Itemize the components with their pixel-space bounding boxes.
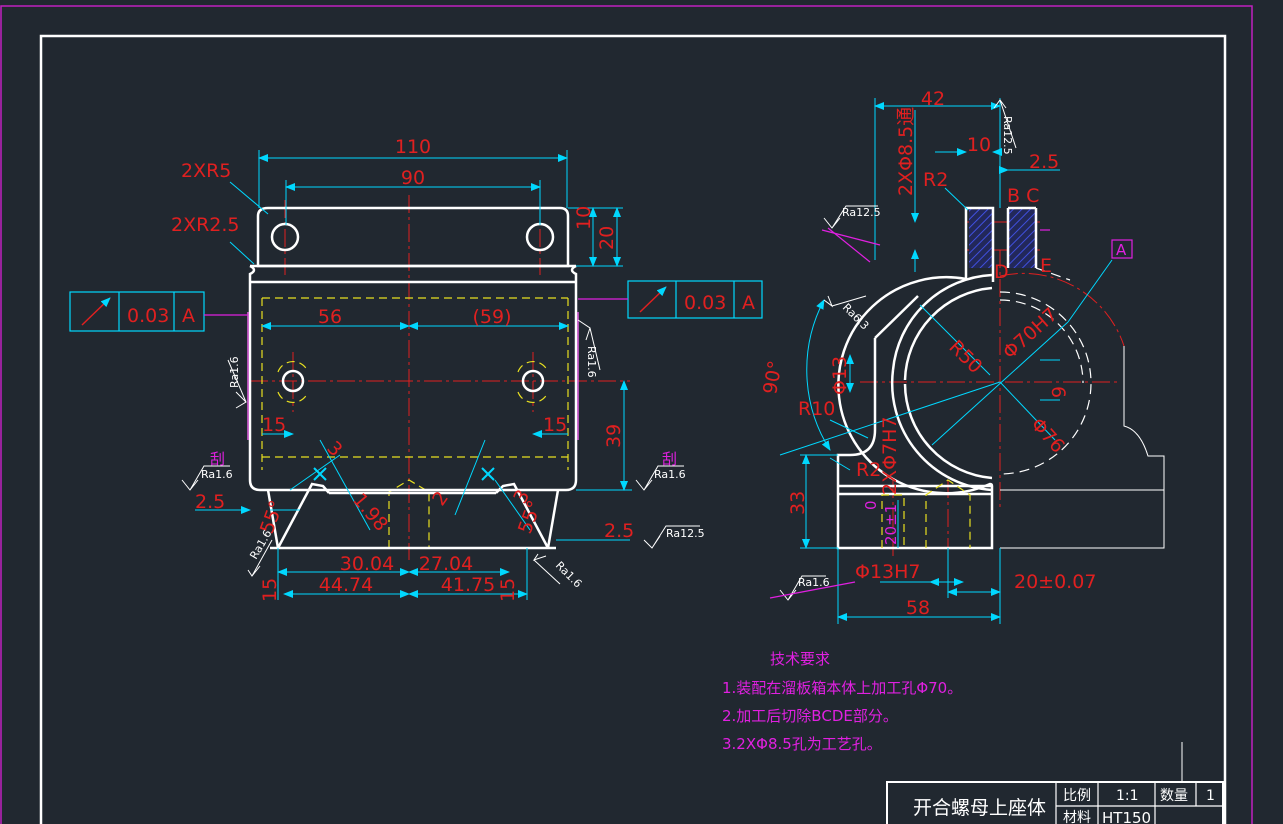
tech-req-item-3: 3.2XΦ8.5孔为工艺孔。 [722, 735, 882, 753]
qty-value: 1 [1206, 788, 1215, 804]
dim-tol-20-1: 20±1 [882, 504, 900, 545]
dim-r2-bottom: R2 [856, 459, 881, 481]
side-view: A 42 10 2.5 2XΦ8.5通 R2 B C D E R50 Φ70H7… [759, 88, 1165, 624]
dim-side-2-5: 2.5 [1029, 151, 1059, 173]
dim-15-bottom-right: 15 [497, 578, 519, 602]
datum-a: A [1116, 241, 1127, 259]
dim-2-5-right: 2.5 [604, 520, 634, 542]
ra-front-left-chamfer: Ra1.6 [247, 528, 274, 562]
front-view: 0.03 A 0.03 A 110 90 2XR5 2XR2.5 10 20 5… [69, 136, 763, 602]
label-bc: B C [1007, 185, 1039, 207]
side-thin-lines [1000, 346, 1165, 549]
dim-holes-8-5: 2XΦ8.5通 [895, 107, 917, 196]
dim-42: 42 [921, 88, 945, 110]
front-scrape-lines [247, 312, 579, 440]
dim-6: 6 [1047, 386, 1069, 398]
dim-phi-13h7: Φ13H7 [855, 561, 921, 583]
ra-front-right-bottom: Ra1.6 [654, 468, 686, 481]
inner-border [39, 34, 1227, 824]
side-outline [836, 206, 1038, 550]
hatch-b [969, 208, 993, 268]
dim-side-10: 10 [967, 134, 991, 156]
drawing-title: 开合螺母上座体 [913, 797, 1046, 819]
dim-phi-13-small: Φ13 [829, 356, 851, 395]
dim-58: 58 [906, 597, 930, 619]
tech-req-item-2: 2.加工后切除BCDE部分。 [722, 707, 898, 725]
label-e: E [1040, 255, 1052, 277]
dim-44-74: 44.74 [319, 574, 373, 596]
dim-15-right: 15 [543, 414, 567, 436]
dim-90: 90 [401, 167, 425, 189]
dim-r10: R10 [798, 398, 835, 420]
tolerance-left-value: 0.03 [127, 305, 169, 327]
material-value: HT150 [1102, 809, 1151, 824]
dim-angle-55-right: 55° [514, 498, 546, 537]
tech-requirements: 技术要求 1.装配在溜板箱本体上加工孔Φ70。 2.加工后切除BCDE部分。 3… [722, 650, 962, 753]
dim-angle-90: 90° [759, 359, 787, 396]
dim-phi-76: Φ76 [1026, 414, 1069, 458]
side-dimension-lines [779, 98, 1113, 624]
side-hidden-lines [881, 479, 971, 548]
dim-2-5-left: 2.5 [195, 491, 225, 513]
dim-39: 39 [603, 424, 625, 448]
dim-59: (59) [472, 306, 511, 328]
scale-label: 比例 [1063, 788, 1091, 804]
ra-front-right-edge: Ra12.5 [666, 527, 705, 540]
material-label: 材料 [1063, 810, 1091, 824]
outer-border [0, 5, 1253, 824]
qty-label: 数量 [1160, 788, 1188, 804]
ra-side-top-right: Ra12.5 [1001, 116, 1014, 155]
tolerance-frame-right [578, 280, 763, 319]
ra-front-right-chamfer: Ra1.6 [553, 559, 585, 591]
datum-a-box [1111, 239, 1133, 259]
ra-front-left-bottom: Ra1.6 [201, 468, 233, 481]
ra-front-left-side: Ra1.6 [228, 356, 241, 388]
dim-41-75: 41.75 [441, 574, 495, 596]
dim-10: 10 [573, 206, 595, 230]
tolerance-left-datum: A [182, 305, 195, 327]
dim-56: 56 [318, 306, 342, 328]
dim-2xr2-5: 2XR2.5 [171, 214, 240, 236]
dim-holes-7: 2XΦ7H7 [879, 416, 901, 495]
tolerance-frame-left [69, 291, 248, 332]
dim-2xr5: 2XR5 [181, 160, 231, 182]
front-cross-markers [313, 467, 495, 481]
dim-phi-70: Φ70H7 [999, 304, 1062, 364]
scale-value: 1:1 [1116, 788, 1139, 804]
dim-zero: 0 [862, 500, 880, 510]
side-phantom-lines [999, 267, 1092, 475]
dim-15-bottom-left: 15 [259, 578, 281, 602]
label-d: D [994, 261, 1009, 283]
scrape-right: 刮 [662, 450, 677, 468]
tolerance-right-value: 0.03 [684, 292, 726, 314]
dim-27-04: 27.04 [419, 553, 473, 575]
tech-req-heading: 技术要求 [770, 650, 830, 668]
dim-33: 33 [787, 491, 809, 515]
dim-30-04: 30.04 [340, 553, 394, 575]
front-roughness-symbols [181, 319, 700, 585]
dim-15-left: 15 [262, 414, 286, 436]
dim-r2-top: R2 [923, 169, 948, 191]
ra-front-right-side: Ra1.6 [585, 346, 598, 378]
dim-r50: R50 [944, 336, 986, 378]
side-leader-lines [769, 227, 1050, 599]
ra-side-bottom-left: Ra1.6 [798, 576, 830, 589]
dim-20: 20 [596, 226, 618, 250]
dim-1-98: 1.98 [348, 489, 392, 536]
front-dimension-lines [195, 150, 632, 600]
dim-tol-20-07: 20±0.07 [1014, 571, 1096, 593]
tech-req-item-1: 1.装配在溜板箱本体上加工孔Φ70。 [722, 679, 962, 697]
ra-side-top-left: Ra12.5 [842, 206, 881, 219]
title-block [886, 742, 1224, 824]
tolerance-right-datum: A [742, 292, 755, 314]
scrape-left: 刮 [210, 450, 225, 468]
hatch-c [1008, 208, 1036, 268]
dim-110: 110 [395, 136, 431, 158]
